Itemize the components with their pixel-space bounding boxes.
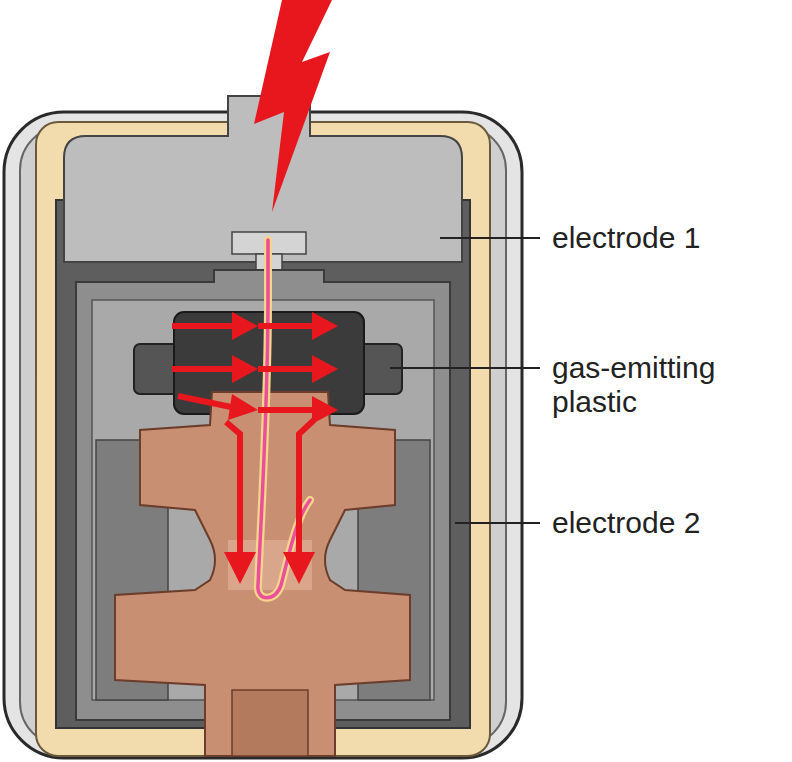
arrow-head [232, 312, 258, 340]
part-label: gas-emitting plastic [552, 351, 784, 419]
arrow-shaft [299, 420, 314, 556]
arrow-shaft [258, 407, 318, 413]
arrow-shaft [226, 422, 240, 556]
plasma-arc [258, 240, 310, 598]
lightning-bolt [254, 0, 332, 212]
arrow-head [283, 552, 315, 584]
arrow-head [224, 552, 256, 584]
arrow-shaft [258, 366, 318, 372]
arrow-head [312, 355, 338, 383]
arrow-shaft [258, 323, 318, 329]
electrode-1 [64, 96, 462, 262]
leader-line [455, 522, 540, 524]
leader-line [390, 367, 540, 369]
gas-flow-arrows [172, 312, 338, 584]
arc-glow [258, 240, 310, 598]
arrow-head [232, 355, 258, 383]
part-label: electrode 2 [552, 506, 784, 540]
arrow-shaft [178, 396, 236, 408]
arrow-head [312, 312, 338, 340]
arrow-head [312, 396, 338, 424]
leader-line [440, 237, 540, 239]
arrow-shaft [172, 366, 238, 372]
part-label: electrode 1 [552, 221, 784, 255]
arrow-shaft [172, 323, 238, 329]
electrode-socket [232, 690, 308, 756]
arrow-head [228, 394, 258, 420]
